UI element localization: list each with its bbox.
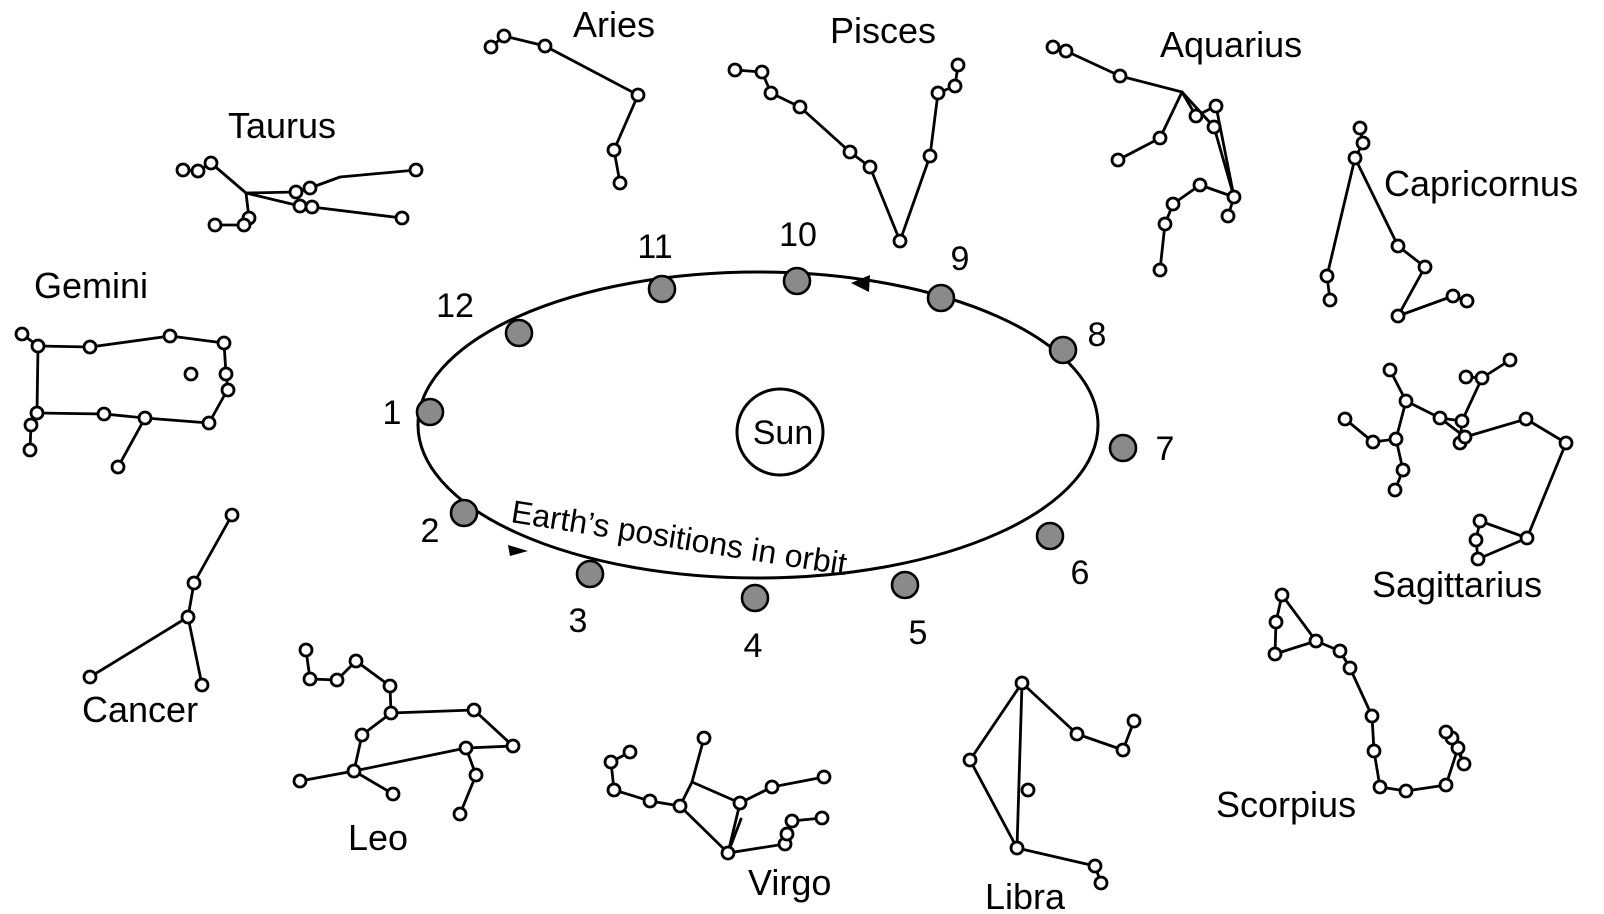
libra-label: Libra [985,876,1066,914]
aquarius-label: Aquarius [1160,24,1302,65]
leo-label: Leo [348,817,408,858]
constellation-gemini: Gemini [14,265,236,475]
earth-position-4 [740,583,770,613]
position-number-4: 4 [744,627,763,665]
scorpius-label: Scorpius [1216,784,1356,825]
position-number-6: 6 [1071,554,1090,592]
earth-position-2 [449,498,479,528]
constellation-sagittarius: Sagittarius [1337,352,1574,605]
constellation-aquarius: Aquarius [1045,24,1302,278]
position-number-10: 10 [779,216,817,254]
earth-position-6 [1035,521,1065,551]
position-numbers: 1 2 3 4 5 6 7 8 9 10 11 12 [383,216,1175,665]
position-number-8: 8 [1088,316,1107,354]
position-number-3: 3 [569,602,588,640]
aries-label: Aries [573,4,655,45]
constellation-libra: Libra [962,675,1142,914]
pisces-label: Pisces [830,10,936,51]
virgo-label: Virgo [748,862,831,903]
cancer-label: Cancer [82,689,198,730]
earth-position-7 [1108,433,1138,463]
earth-orbit [416,270,1100,580]
gemini-label: Gemini [34,265,148,306]
position-number-11: 11 [637,228,672,266]
capricornus-label: Capricornus [1384,163,1578,204]
constellation-virgo: Virgo [603,730,832,903]
constellation-taurus: Taurus [175,105,424,233]
earth-position-10 [782,266,812,296]
taurus-label: Taurus [228,105,336,146]
earth-positions [415,266,1138,613]
earth-position-1 [415,397,445,427]
position-number-2: 2 [421,512,440,550]
earth-position-12 [504,318,534,348]
sagittarius-label: Sagittarius [1372,564,1542,605]
orbit-arrow-bottom [508,545,528,556]
earth-position-5 [890,570,920,600]
constellation-aries: Aries [483,4,655,191]
sun: Sun [735,387,825,477]
position-number-9: 9 [951,240,970,278]
orbit-arrow-top [851,275,870,292]
constellation-leo: Leo [292,642,521,858]
orbit-caption: Earth’s positions in orbit [509,493,850,582]
earth-position-11 [647,274,677,304]
earth-position-8 [1048,335,1078,365]
constellation-cancer: Cancer [82,507,240,730]
position-number-12: 12 [436,287,474,325]
earth-position-3 [575,559,605,589]
orbit-caption-text: Earth’s positions in orbit [509,493,850,582]
earth-position-9 [926,283,956,313]
constellation-scorpius: Scorpius [1216,587,1472,825]
position-number-1: 1 [383,394,402,432]
position-number-7: 7 [1156,430,1175,468]
sun-label: Sun [753,414,814,452]
constellation-pisces: Pisces [727,10,966,249]
constellation-capricornus: Capricornus [1319,120,1578,324]
position-number-5: 5 [909,614,928,652]
